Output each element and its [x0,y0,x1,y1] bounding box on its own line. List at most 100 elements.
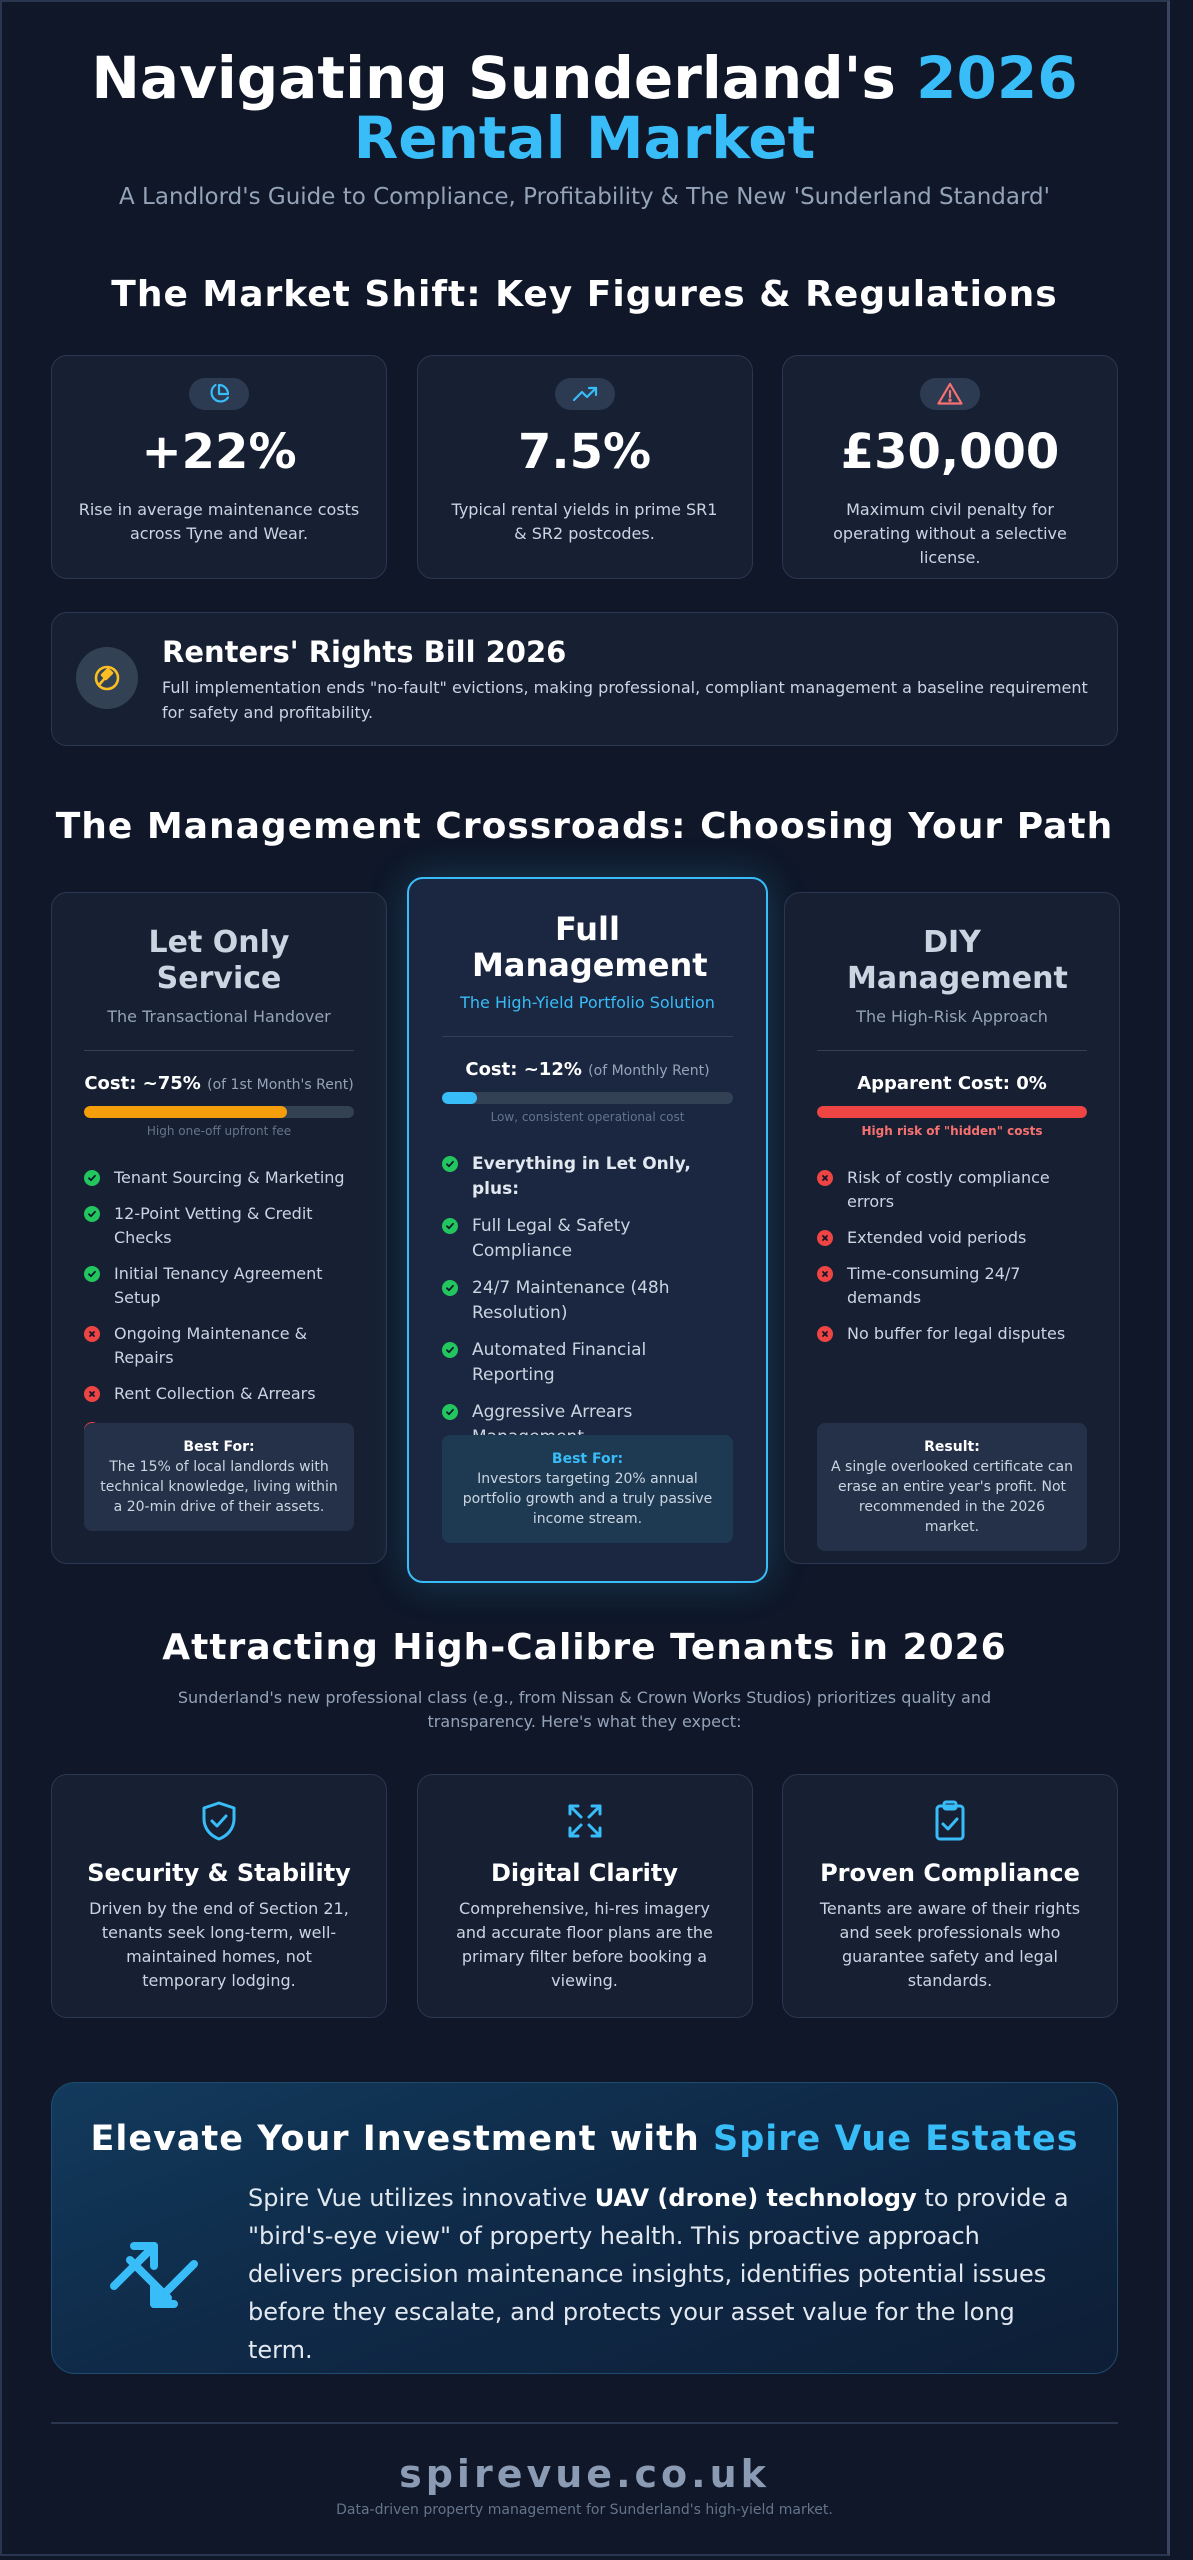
best-for-text: The 15% of local landlords with technica… [100,1459,338,1515]
diy-management-card: DIY Management The High-Risk Approach Ap… [784,892,1120,1564]
paths-section-title: The Management Crossroads: Choosing Your… [55,806,1114,847]
check-icon [84,1206,100,1222]
best-for-label: Best For: [551,1451,624,1467]
cost-bar [84,1106,354,1118]
check-icon [84,1170,100,1186]
infographic-page: Navigating Sunderland's 2026 Rental Mark… [0,0,1170,2556]
cost-bar-fill [442,1092,477,1104]
tenant-card-security: Security & Stability Driven by the end o… [51,1774,387,2018]
cost-label: Apparent Cost: 0% [857,1073,1047,1094]
tenant-card-title: Digital Clarity [490,1859,679,1887]
gavel-icon [76,647,138,709]
plan-subtitle: The High-Risk Approach [856,1007,1048,1026]
cost-bar [442,1092,733,1104]
result-text: A single overlooked certificate can eras… [831,1459,1073,1535]
tenant-card-description: Driven by the end of Section 21, tenants… [89,1899,349,1990]
feature-item: Rent Collection & Arrears [84,1382,354,1406]
feature-text: 24/7 Maintenance (48h Resolution) [472,1278,670,1323]
cost-line: Cost: ~12% (of Monthly Rent) [442,1059,733,1080]
bill-title: Renters' Rights Bill 2026 [162,635,567,669]
feature-text: Initial Tenancy Agreement Setup [114,1264,323,1307]
feature-item: Ongoing Maintenance & Repairs [84,1322,354,1370]
check-icon [442,1404,458,1420]
plan-title: Full Management [472,910,708,984]
cost-label: Cost: ~75% [84,1073,201,1094]
best-for-box: Best For: The 15% of local landlords wit… [84,1423,354,1531]
trending-up-icon [554,378,615,410]
stat-value: £30,000 [840,424,1060,480]
feature-item: Time-consuming 24/7 demands [817,1262,1087,1310]
cost-line: Apparent Cost: 0% [817,1073,1087,1094]
cost-label: Cost: ~12% [465,1059,582,1080]
feature-text: 12-Point Vetting & Credit Checks [114,1204,313,1247]
tenant-expectations-row: Security & Stability Driven by the end o… [2,1774,1167,2018]
warning-icon [920,378,980,410]
tenant-card-compliance: Proven Compliance Tenants are aware of t… [782,1774,1118,2018]
bill-description: Full implementation ends "no-fault" evic… [162,678,1088,722]
renters-rights-banner: Renters' Rights Bill 2026 Full implement… [51,612,1118,746]
footer-tagline: Data-driven property management for Sund… [336,2502,833,2518]
title-accent: 2026 Rental Market [353,44,1078,172]
check-icon [442,1280,458,1296]
promo-text-pre: Spire Vue utilizes innovative [248,2184,588,2212]
check-icon [442,1156,458,1172]
stat-card-yield: 7.5% Typical rental yields in prime SR1 … [416,355,753,579]
stat-value: +22% [141,424,297,480]
expand-icon [568,1804,601,1838]
feature-list: Everything in Let Only, plus: Full Legal … [442,1152,733,1450]
tenant-card-description: Comprehensive, hi-res imagery and accura… [456,1899,713,1990]
feature-item: Everything in Let Only, plus: [442,1152,733,1202]
feature-text: Extended void periods [847,1228,1027,1247]
feature-item: 12-Point Vetting & Credit Checks [84,1202,354,1250]
pie-chart-icon [189,378,249,410]
page-subtitle: A Landlord's Guide to Compliance, Profit… [119,184,1050,210]
feature-item: Extended void periods [817,1226,1087,1250]
divider [442,1036,733,1037]
shield-check-icon [202,1801,236,1841]
promo-title-accent: Spire Vue Estates [713,2119,1079,2159]
stats-row: +22% Rise in average maintenance costs a… [2,355,1167,579]
result-box: Result: A single overlooked certificate … [817,1423,1087,1551]
spire-vue-logo-icon [110,2242,198,2308]
stat-value: 7.5% [517,424,652,480]
feature-text: Automated Financial Reporting [472,1340,647,1385]
cross-icon [817,1230,833,1246]
tenant-card-title: Proven Compliance [820,1859,1080,1887]
full-management-card: Full Management The High-Yield Portfolio… [407,877,768,1583]
tenant-card-description: Tenants are aware of their rights and se… [819,1899,1081,1990]
plan-subtitle: The High-Yield Portfolio Solution [460,993,715,1012]
feature-item: Tenant Sourcing & Marketing [84,1166,354,1190]
tenant-card-digital: Digital Clarity Comprehensive, hi-res im… [416,1774,753,2018]
tenant-card-title: Security & Stability [87,1859,351,1887]
cost-line: Cost: ~75% (of 1st Month's Rent) [84,1073,354,1094]
stat-description: Rise in average maintenance costs across… [78,500,360,543]
cross-icon [84,1326,100,1342]
check-icon [84,1266,100,1282]
divider [817,1050,1087,1051]
page-title: Navigating Sunderland's 2026 Rental Mark… [2,2,1167,168]
cost-bar-note: High one-off upfront fee [146,1124,292,1138]
cost-bar-fill [817,1106,1087,1118]
promo-text-bold: UAV (drone) technology [594,2184,917,2212]
promo-title-main: Elevate Your Investment with [90,2119,700,2159]
best-for-label: Best For: [183,1439,255,1455]
best-for-box: Best For: Investors targeting 20% annual… [442,1435,733,1543]
result-label: Result: [924,1439,980,1455]
stat-card-maintenance: +22% Rise in average maintenance costs a… [51,355,387,579]
spire-vue-promo: Elevate Your Investment with Spire Vue E… [51,2082,1118,2374]
feature-text: Tenant Sourcing & Marketing [114,1168,345,1187]
footer-brand-link[interactable]: spirevue.co.uk [399,2452,770,2496]
stat-description: Typical rental yields in prime SR1 & SR2… [451,500,718,543]
feature-item: Risk of costly compliance errors [817,1166,1087,1214]
promo-text-post: to provide a "bird's-eye view" of proper… [248,2184,1069,2364]
title-main: Navigating Sunderland's [91,44,896,112]
feature-text: Everything in Let Only, plus: [472,1154,691,1199]
plan-title: Let Only Service [148,925,290,996]
cost-note: (of Monthly Rent) [588,1063,710,1079]
feature-text: Ongoing Maintenance & Repairs [114,1324,308,1367]
cross-icon [817,1266,833,1282]
cost-bar-note: Low, consistent operational cost [490,1110,685,1124]
cost-note: (of 1st Month's Rent) [207,1077,354,1093]
feature-text: Full Legal & Safety Compliance [472,1216,631,1261]
